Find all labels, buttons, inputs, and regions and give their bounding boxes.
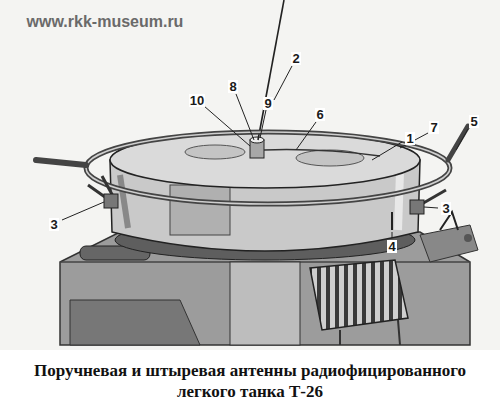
- callout-number: 9: [263, 97, 272, 110]
- callout-number: 5: [469, 115, 478, 128]
- callout-number: 3: [441, 202, 450, 215]
- callout-number: 7: [429, 121, 438, 134]
- callout-number: 2: [291, 52, 300, 65]
- callout-number: 4: [387, 240, 396, 253]
- callout-number: 8: [228, 80, 237, 93]
- figure-caption: Поручневая и штыревая антенны радиофицир…: [20, 360, 480, 403]
- callout-number: 3: [49, 218, 58, 231]
- watermark: www.rkk-museum.ru: [27, 14, 184, 30]
- callout-number: 10: [189, 94, 205, 107]
- callout-number: 1: [405, 132, 414, 145]
- callout-number: 6: [315, 108, 324, 121]
